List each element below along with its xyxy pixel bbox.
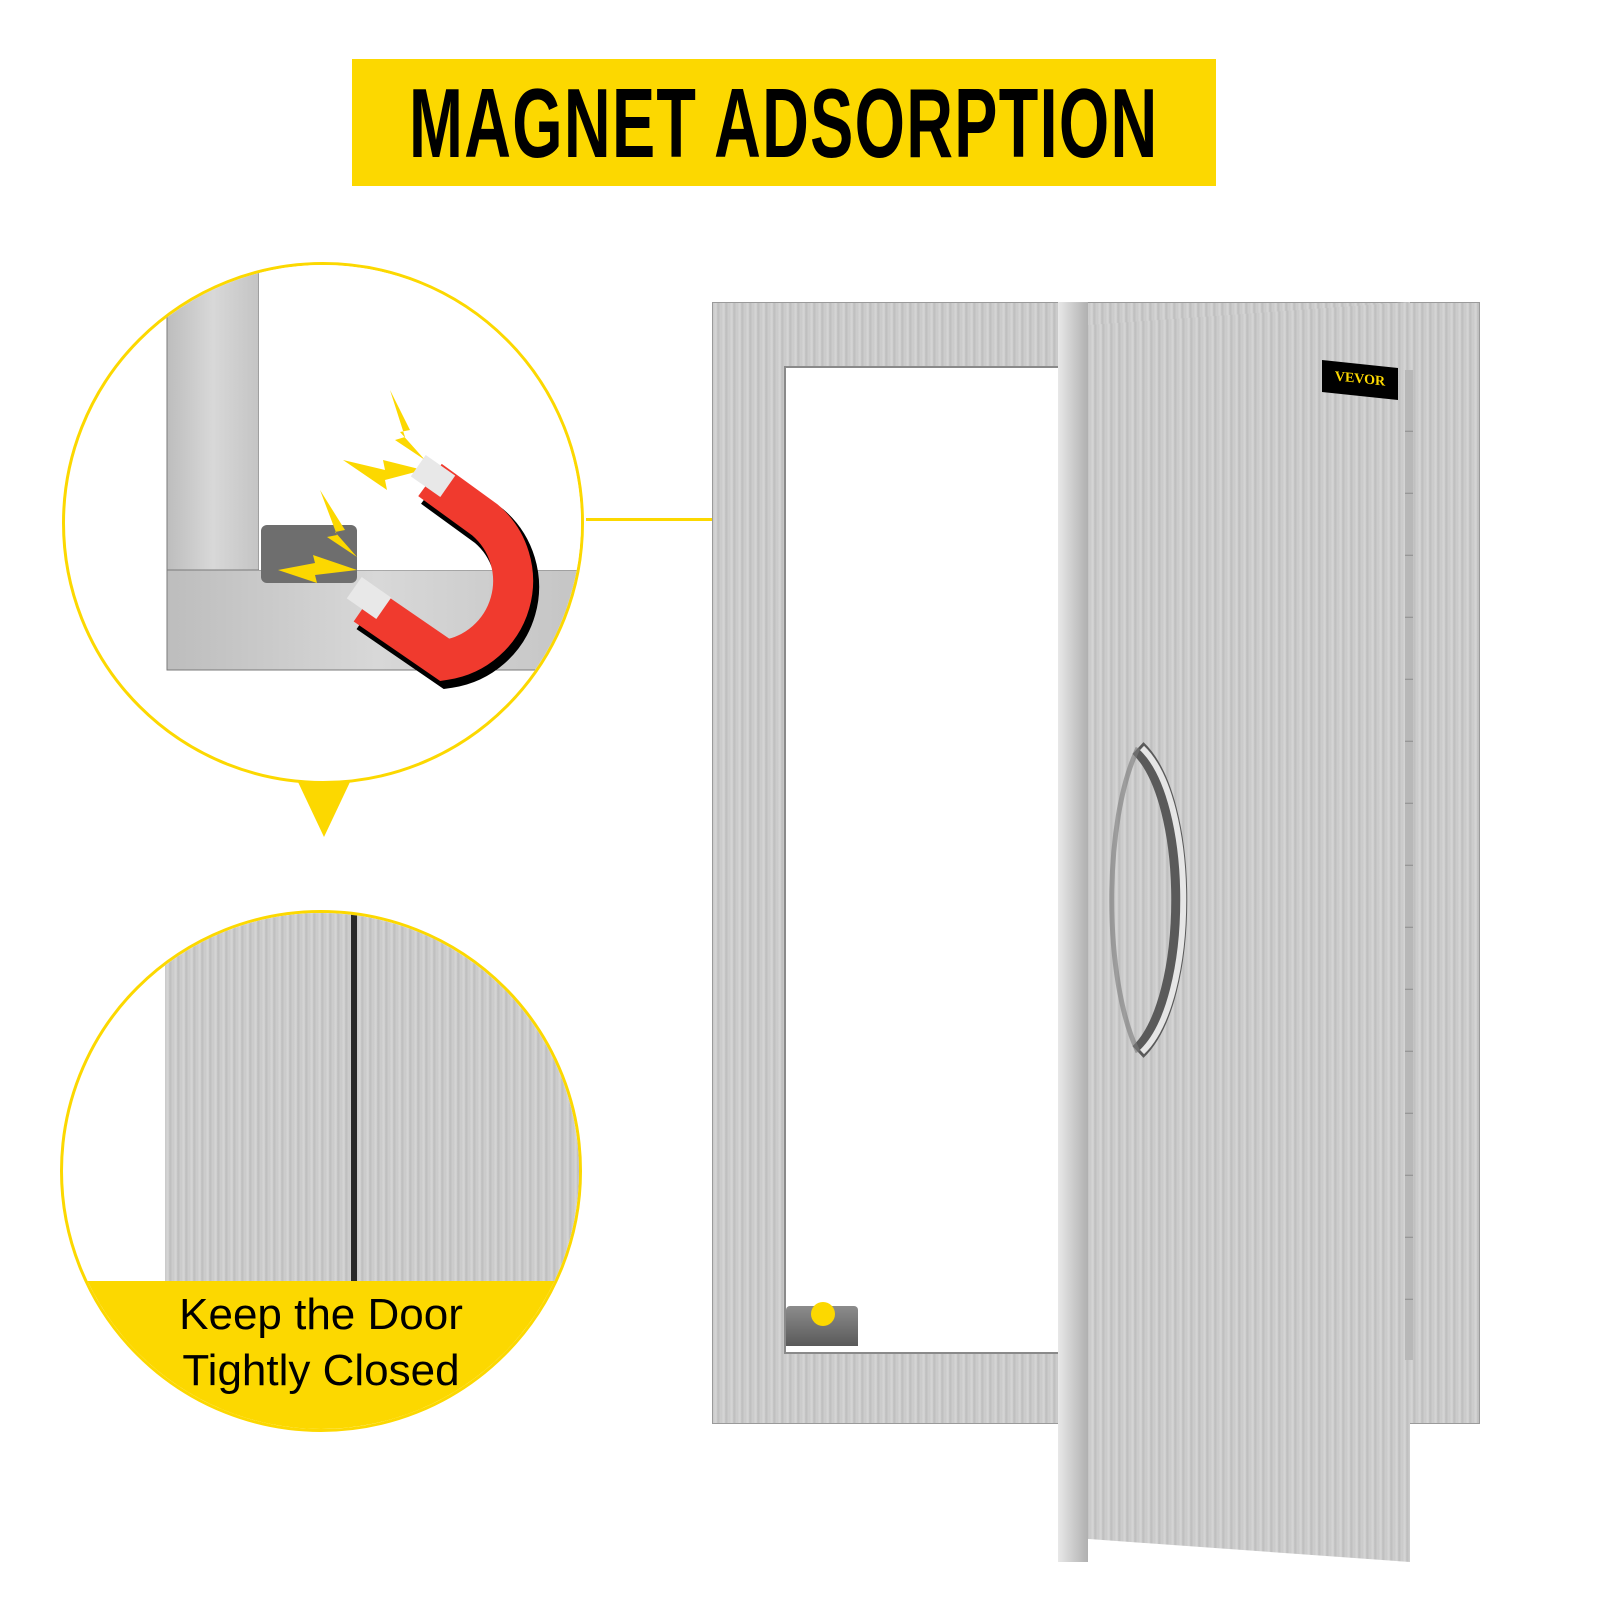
connector-dot [811, 1302, 835, 1326]
callout-pointer [298, 782, 350, 837]
door-panel-edge [357, 913, 579, 1283]
door-edge [1058, 302, 1088, 1562]
connector-line-horizontal [586, 518, 824, 521]
frame-opening [784, 366, 1084, 1354]
caption-line-1: Keep the Door [179, 1290, 463, 1339]
door-seam [351, 913, 357, 1283]
magnet-detail-callout [62, 262, 584, 784]
closed-door-callout: Keep the Door Tightly Closed [60, 910, 582, 1432]
horseshoe-magnet-icon [346, 455, 540, 690]
door-handle-icon [1109, 742, 1188, 1058]
title-banner: MAGNET ADSORPTION [352, 59, 1216, 186]
door-panel [1058, 302, 1410, 1562]
door-frame-edge [165, 913, 351, 1283]
caption-line-2: Tightly Closed [182, 1346, 460, 1395]
frame-corner-illustration [166, 265, 581, 690]
lightning-icon [278, 390, 425, 583]
hinge-icon [1405, 370, 1413, 1360]
page-title: MAGNET ADSORPTION [409, 67, 1159, 178]
caption-band: Keep the Door Tightly Closed [63, 1281, 579, 1429]
